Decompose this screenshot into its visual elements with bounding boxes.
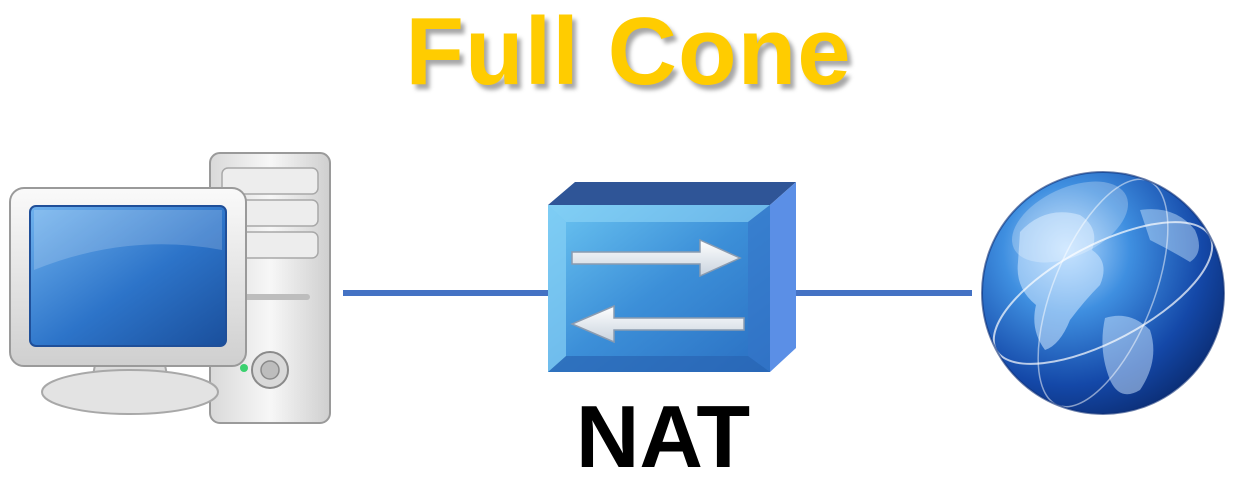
desktop-computer-icon bbox=[9, 152, 331, 424]
inbound-arrow-icon bbox=[570, 304, 745, 344]
globe-icon bbox=[981, 171, 1225, 415]
diagram-title: Full Cone bbox=[405, 0, 852, 105]
outbound-arrow-icon bbox=[571, 238, 742, 278]
nat-label: NAT bbox=[575, 387, 751, 486]
nat-router-icon bbox=[548, 182, 796, 372]
